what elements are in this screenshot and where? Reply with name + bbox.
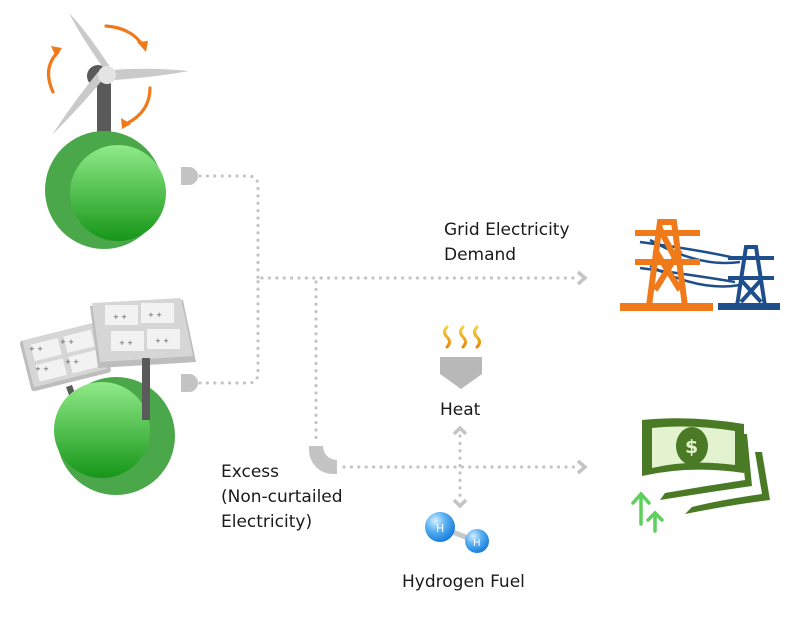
- connector-wind: [181, 167, 260, 280]
- transmission-tower-icon: [620, 219, 780, 311]
- svg-text:+ +: + +: [148, 311, 162, 319]
- wind-turbine-source: [45, 13, 189, 249]
- label-line: Grid Electricity: [444, 220, 570, 240]
- flow-excess: [309, 280, 588, 475]
- solar-source: + + + + + + + + + + + + + + + +: [19, 298, 196, 495]
- label-line: Demand: [444, 245, 517, 265]
- h-atom-label: H: [436, 522, 444, 535]
- svg-text:+ +: + +: [60, 338, 74, 346]
- heat-icon: [440, 325, 482, 389]
- connector-solar: [181, 276, 260, 392]
- label-line: Excess: [221, 462, 280, 482]
- excess-electricity-label: Excess (Non-curtailed Electricity): [221, 460, 343, 535]
- label-line: Electricity): [221, 512, 313, 532]
- svg-text:+ +: + +: [119, 339, 133, 347]
- solar-panel-icon: + + + + + + + + + + + + + + + +: [19, 298, 196, 438]
- flow-to-grid: [260, 270, 588, 286]
- green-sphere: [54, 377, 175, 495]
- svg-text:$: $: [685, 436, 698, 458]
- svg-text:+ +: + +: [65, 358, 79, 366]
- svg-text:+ +: + +: [35, 365, 49, 373]
- heat-label: Heat: [440, 400, 481, 420]
- svg-text:+ +: + +: [155, 337, 169, 345]
- grid-electricity-demand-label: Grid Electricity Demand: [444, 218, 570, 268]
- flow-heat-hydrogen: [452, 425, 468, 509]
- svg-text:+ +: + +: [29, 345, 43, 353]
- svg-text:+ +: + +: [113, 313, 127, 321]
- hydrogen-fuel-label: Hydrogen Fuel: [402, 572, 525, 592]
- label-line: (Non-curtailed: [221, 487, 343, 507]
- wind-turbine-icon: [52, 13, 189, 145]
- hydrogen-molecule-icon: H H: [425, 512, 489, 553]
- h-atom-label: H: [473, 538, 481, 549]
- money-icon: $: [642, 418, 770, 514]
- revenue-up-arrows-icon: [631, 491, 664, 533]
- green-sphere: [45, 131, 166, 249]
